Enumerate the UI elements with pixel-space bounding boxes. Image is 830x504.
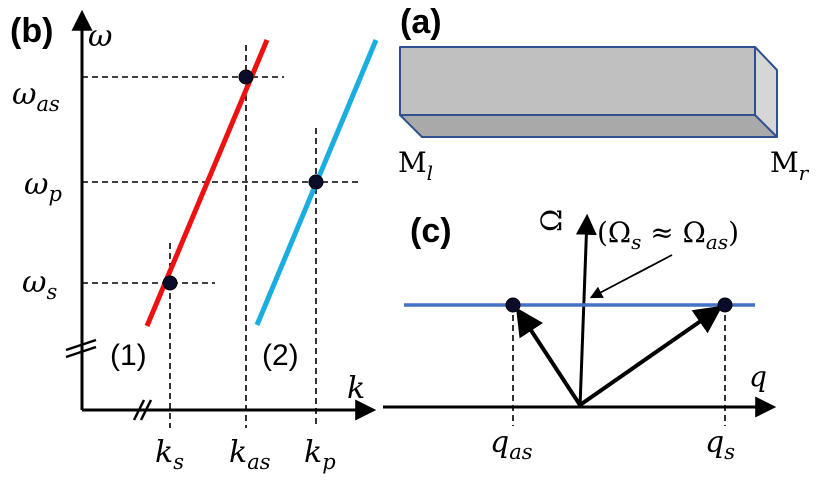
mirror-right-label: Mr [770, 146, 810, 185]
point-stokes [162, 275, 178, 291]
panel-c-y-axis-label: Ω [535, 209, 568, 232]
x-tick-k-s: ks [155, 435, 184, 474]
panel-c-x-axis-label: q [749, 360, 767, 393]
mirror-left-label: Ml [398, 146, 433, 185]
panel-b-y-axis-label: ω [88, 19, 112, 54]
x-tick-k-p: kp [304, 435, 336, 474]
y-tick-omega-s: ωs [22, 265, 57, 304]
panel-c: (c) q Ω (Ωs ≈ Ωas) qas qs [383, 209, 777, 464]
x-axis-break-mark [132, 399, 153, 421]
x-tick-q-as: qas [490, 425, 533, 464]
waveguide-end-face [755, 47, 777, 137]
y-tick-omega-as: ωas [12, 77, 60, 116]
point-q-s [717, 297, 733, 313]
point-pump [308, 174, 324, 190]
waveguide-edges [399, 46, 778, 138]
panel-c-y-axis [575, 213, 597, 408]
line-2-label: (2) [262, 339, 299, 372]
x-tick-k-as: kas [229, 435, 271, 474]
panel-b-label: (b) [10, 12, 53, 50]
point-antistokes [238, 69, 254, 85]
panel-b-x-axis-label: k [347, 371, 365, 406]
panel-a-label: (a) [400, 3, 442, 41]
x-tick-q-s: qs [705, 425, 735, 464]
point-q-as [505, 297, 521, 313]
panel-c-guides [512, 305, 726, 426]
waveguide-front-face [400, 47, 755, 115]
panel-c-label: (c) [410, 212, 452, 250]
vector-stokes [578, 305, 723, 407]
y-axis-break-mark [65, 338, 97, 359]
panel-b: (b) ω k ωas ω [10, 9, 379, 474]
vector-antistokes [515, 307, 582, 407]
panel-a: (a) Ml Mr [398, 3, 810, 185]
waveguide-box [399, 46, 778, 138]
waveguide-bottom-face [400, 115, 777, 137]
y-tick-omega-p: ωp [24, 167, 62, 206]
annotation-omega-equal: (Ωs ≈ Ωas) [597, 216, 739, 254]
annotation-pointer [589, 254, 673, 299]
line-1-label: (1) [110, 339, 147, 372]
